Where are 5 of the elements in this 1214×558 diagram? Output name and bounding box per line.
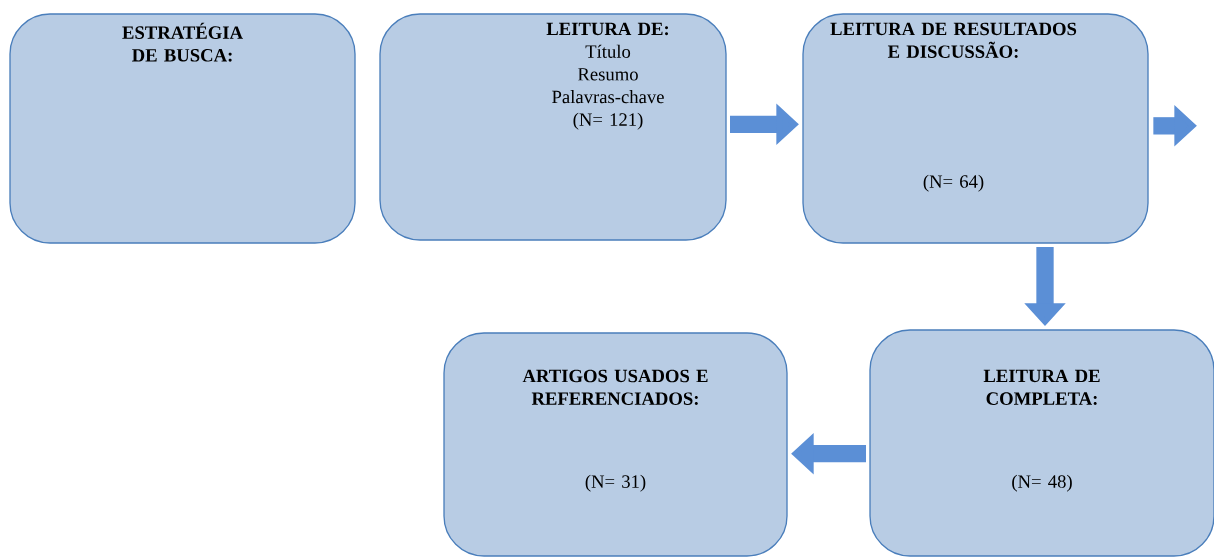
process-box: LEITURA DE COMPLETA: (N= 48)	[869, 329, 1214, 557]
process-box: LEITURA DE: Título Resumo Palavras-chave (N= 121)	[379, 13, 727, 241]
process-box: ESTRATÉGIA DE BUSCA:	[9, 13, 356, 244]
process-box: LEITURA DE RESULTADOS E DISCUSSÃO: (N= 64)	[802, 13, 1149, 244]
process-box: ARTIGOS USADOS E REFERENCIADOS: (N= 31)	[443, 332, 788, 557]
